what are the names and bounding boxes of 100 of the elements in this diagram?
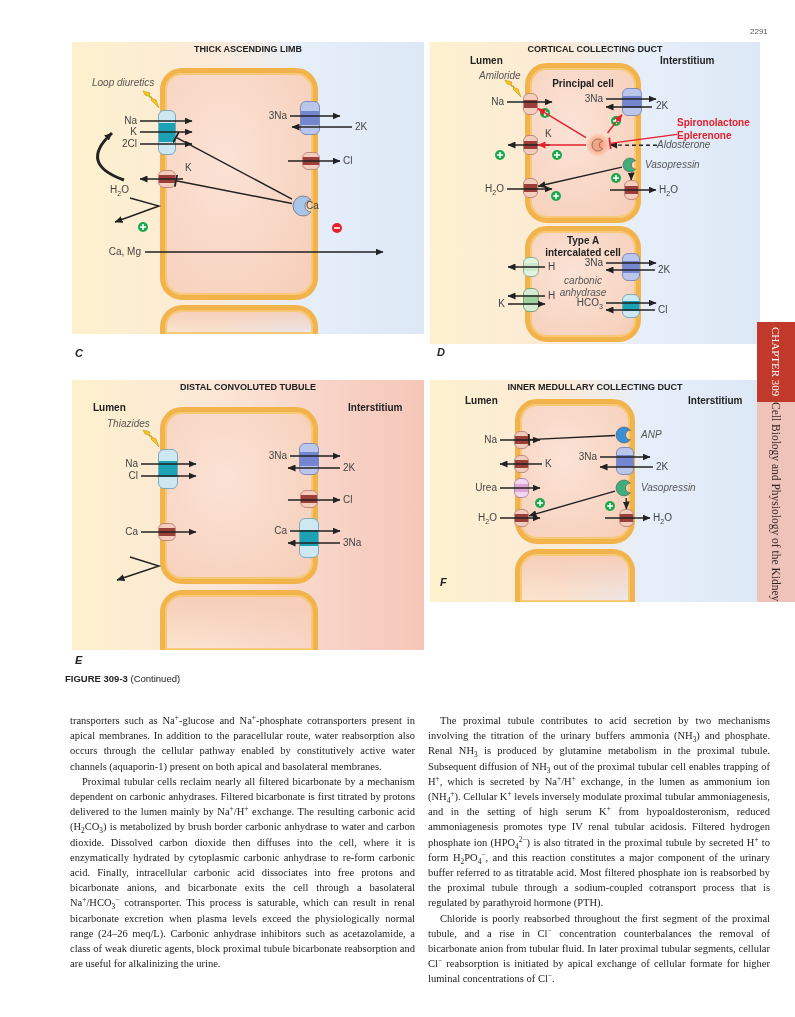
ion-label: H$_{2}$O <box>653 512 672 524</box>
hormone-label: ANP <box>641 429 662 441</box>
ion-label: Urea <box>475 482 497 494</box>
ion-label: 3Na <box>343 537 362 549</box>
panel-background <box>72 380 424 650</box>
ion-label: Na <box>484 434 497 446</box>
epithelial-cell <box>515 549 635 602</box>
ion-label: Na <box>124 115 137 127</box>
ion-label: K <box>545 128 552 140</box>
ion-label: Na <box>491 96 504 108</box>
panel-letter: E <box>75 654 83 666</box>
membrane-transporter <box>299 518 319 558</box>
ion-label: H$_{2}$O <box>110 184 129 196</box>
ion-label: 2Cl <box>122 138 137 150</box>
ion-label: Cl <box>343 155 353 167</box>
ion-label: Ca <box>274 525 287 537</box>
membrane-transporter <box>523 257 539 277</box>
ion-label: 2K <box>343 462 356 474</box>
regulation-arrow <box>528 490 616 518</box>
inhibition-line <box>172 131 293 200</box>
epithelial-cell <box>160 407 318 584</box>
inhibition-line <box>173 174 293 205</box>
epithelial-cell <box>515 399 635 544</box>
regulation-arrow <box>606 113 623 134</box>
panel-background <box>430 42 760 344</box>
ion-label: 3Na <box>584 257 603 269</box>
membrane-transporter <box>523 93 538 115</box>
panel-title: DISTAL CONVOLUTED TUBULE <box>178 382 318 392</box>
panel-letter: F <box>440 576 447 588</box>
ion-label: H <box>548 261 556 273</box>
regulation-arrow <box>537 141 587 149</box>
ion-label: Cl <box>128 470 138 482</box>
inhibition-line <box>608 133 678 151</box>
panel-background <box>72 42 424 334</box>
epithelial-cell <box>525 63 641 223</box>
epithelial-cell <box>160 68 318 300</box>
ion-label: K <box>185 162 192 174</box>
region-label: Interstitium <box>688 395 743 407</box>
region-label: Lumen <box>470 55 503 67</box>
ion-label: 3Na <box>584 93 603 105</box>
ion-label: K <box>498 298 505 310</box>
cell-label: Type A intercalated cell <box>544 235 622 258</box>
hormone-label: Vasopressin <box>641 482 696 494</box>
cell-label: Principal cell <box>551 78 615 90</box>
receptor <box>586 133 610 157</box>
membrane-transporter <box>158 449 178 489</box>
ion-label: Ca, Mg <box>108 246 141 258</box>
hormone-label: Vasopressin <box>645 159 700 171</box>
ion-label: 3Na <box>578 451 597 463</box>
ion-label: H$_{2}$O <box>659 184 678 196</box>
panel-letter: D <box>437 346 445 358</box>
regulation-arrow <box>537 166 623 189</box>
ion-label: Cl <box>658 304 668 316</box>
drug-label: Thiazides <box>107 418 150 430</box>
ion-label: HCO$_{3}$ <box>576 297 603 309</box>
ion-label: 2K <box>355 121 368 133</box>
ion-label: K <box>130 126 137 138</box>
ion-label: 3Na <box>268 450 287 462</box>
panel-title: INNER MEDULLARY COLLECTING DUCT <box>506 382 684 392</box>
region-label: Interstitium <box>660 55 715 67</box>
regulation-arrow <box>537 107 587 139</box>
drug-label: Eplerenone <box>677 129 733 141</box>
body-paragraph: Proximal tubular cells reclaim nearly all filtered bicarbonate by a mechanism dependent on carbonic anhydrases. Filtered bicarbonate is first titrated by protons delivered to the lumen mainly by Na$^{+}$/H$^{+}$ exchange. The resulting carbonic acid (H$_{2}$CO$_{3}$) is metabolized by brush border carbonic anhydrase to water and carbon dioxide. Dissolved carbon dioxide then diffuses into the cell, where it is enzymatically hydrated by cytoplasmic carbonic anhydrase to re-form carbonic acid. Finally, intracellular carbonic acid dissociates into free protons and bicarbonate anions, and bicarbonate exits the cell through a basolateral Na$^{+}$/HCO$_{3}$$^{−}$ cotransporter. This process is saturable, which can result in renal bicarbonate excretion when plasma levels exceed the physiologically normal range (24–26 meq/L). Carbonic anhydrase inhibitors such as acetazolamide, a class of weak diuretic agents, block proximal tubule bicarbonate reabsorption and are useful for alkalinizing the urine. <box>70 774 415 972</box>
region-label: Lumen <box>465 395 498 407</box>
body-paragraph: Chloride is poorly reabsorbed throughout the first segment of the proximal tubule, and a rise in Cl$^{−}$ concentration counterbalances the removal of bicarbonate anion from tubular fluid. In later proximal tubular segments, cellular Cl$^{−}$ reabsorption is initiated by apical exchange of cellular formate for higher luminal concentrations of Cl$^{−}$. <box>428 911 770 987</box>
hormone-label: Aldosterone <box>657 139 711 151</box>
ion-label: Ca <box>125 526 138 538</box>
region-label: Lumen <box>93 402 126 414</box>
ion-label: H$_{2}$O <box>485 183 504 195</box>
panel-background <box>430 380 760 602</box>
body-paragraph: The proximal tubule contributes to acid secretion by two mechanisms involving the titration of the urinary buffers ammonia (NH$_{3}$) and phosphate. Renal NH$_{3}$ is produced by glutamine metabolism in the proximal tubule. Subsequent diffusion of NH$_{3}$ out of the proximal tubular cell enables trapping of H$^{+}$, which is secreted by Na$^{+}$/H$^{+}$ exchange, in the lumen as ammonium ion (NH$_{4}$$^{+}$). Cellular K$^{+}$ levels inversely modulate proximal tubular ammoniagenesis, and in the setting of high serum K$^{+}$ from hypoaldosteronism, reduced ammoniagenesis promotes type IV renal tubular acidosis. Filtered hydrogen phosphate ion (HPO$_{4}$$^{2−}$) is also titrated in the proximal tubule by secreted H$^{+}$ to form H$_{2}$PO$_{4}$$^{−}$, and this reaction constitutes a major component of the urinary buffer referred to as titratable acid. Most filtered phosphate ion is reabsorbed by the proximal tubule through a sodium-coupled cotransport process that is regulated by parathyroid hormone (PTH). <box>428 714 770 911</box>
panel-title: CORTICAL COLLECTING DUCT <box>526 44 664 54</box>
region-label: Interstitium <box>348 402 403 414</box>
ion-label: 3Na <box>268 110 287 122</box>
ion-label: 2K <box>656 100 669 112</box>
chapter-title-tab: Cell Biology and Physiology of the Kidney <box>757 402 795 602</box>
panel-title: THICK ASCENDING LIMB <box>192 44 304 54</box>
drug-label: Loop diuretics <box>92 77 155 89</box>
regulation-arrow <box>627 172 635 181</box>
epithelial-cell <box>525 226 641 342</box>
chapter-tab: CHAPTER 309 <box>757 322 795 402</box>
figure-caption: FIGURE 309-3 (Continued) <box>65 673 181 684</box>
ion-label: Cl <box>343 494 353 506</box>
panel-letter: C <box>75 347 83 359</box>
drug-label: Amiloride <box>479 70 521 82</box>
ion-label: 2K <box>658 264 671 276</box>
page-number: 2291 <box>750 27 768 36</box>
ion-label: K <box>545 458 552 470</box>
body-paragraph: transporters such as Na$^{+}$-glucose and Na$^{+}$-phosphate cotransporters present in apical membranes. In addition to the paracellular route, water reabsorption also occurs through the cellular pathway enabled by constitutively active water channels (aquaporin-1) present on both apical and basolateral membranes. <box>70 713 415 774</box>
enzyme-label: carbonic anhydrase <box>558 275 608 299</box>
epithelial-cell <box>160 590 318 650</box>
regulation-arrow <box>622 497 630 510</box>
drug-label: Spironolactone <box>677 116 751 129</box>
regulation-arrow <box>609 141 658 149</box>
ion-label: 2K <box>656 461 669 473</box>
inhibition-line <box>527 432 616 447</box>
ion-label: H$_{2}$O <box>478 512 497 524</box>
ion-label: H <box>548 290 556 302</box>
epithelial-cell <box>160 305 318 334</box>
ion-label: Na <box>125 458 138 470</box>
